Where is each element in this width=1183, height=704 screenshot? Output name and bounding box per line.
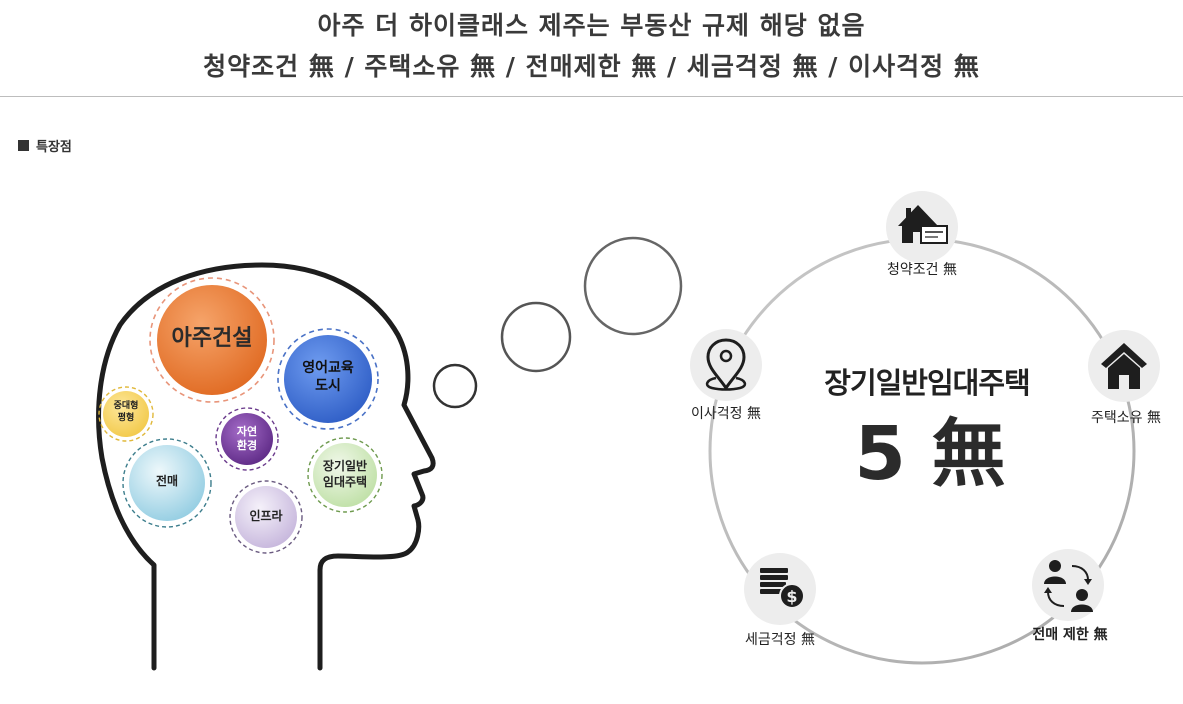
bubble-large-size (98, 386, 154, 442)
node-label-moving-worry: 이사걱정 無 (691, 406, 761, 422)
house-icon (1101, 343, 1147, 389)
bubble-label-english-city: 영어교육 도시 (302, 360, 354, 394)
node-label-resale-limit: 전매 제한 無 (1032, 627, 1108, 643)
transfer-people-icon (1044, 560, 1093, 612)
bubble-label-large-size: 중대형 평형 (113, 401, 139, 423)
headline-main: 아주 더 하이클래스 제주는 부동산 규제 해당 없음 (317, 11, 866, 40)
head-outline (96, 262, 436, 671)
thought-bubble-small (432, 363, 478, 409)
headline-sub: 청약조건 無 / 주택소유 無 / 전매제한 無 / 세금걱정 無 / 이사걱정… (203, 52, 980, 81)
bubble-label-nature: 자연 환경 (236, 425, 258, 452)
node-label-subscription: 청약조건 無 (887, 262, 957, 278)
bubble-ajukonseol (149, 277, 275, 403)
bubble-label-long-term-rental: 장기일반 임대주택 (322, 459, 368, 489)
node-label-house-ownership: 주택소유 無 (1091, 410, 1161, 426)
bubble-resale (122, 438, 212, 528)
bubble-label-ajukonseol: 아주건설 (171, 326, 253, 351)
house-contract-icon (898, 205, 948, 244)
svg-text:$: $ (786, 587, 797, 606)
node-bg-bottom-right (1032, 549, 1104, 621)
thought-bubble-large (583, 236, 683, 336)
header: 아주 더 하이클래스 제주는 부동산 규제 해당 없음 청약조건 無 / 주택소… (0, 0, 1183, 97)
bubble-label-infra: 인프라 (249, 509, 283, 523)
bubble-english-city (277, 328, 379, 430)
bubble-nature (215, 407, 279, 471)
thought-bubble-medium (500, 301, 572, 373)
money-coins-icon: $ (760, 568, 805, 609)
center-subtitle: 5 無 (854, 411, 1006, 497)
square-bullet-icon (18, 140, 29, 151)
bubble-infra (229, 480, 303, 554)
bubble-long-term-rental (307, 437, 383, 513)
center-title: 장기일반임대주택 (824, 366, 1030, 400)
section-label: 특장점 (18, 136, 72, 155)
section-label-text: 특장점 (36, 140, 72, 155)
bubble-label-resale: 전매 (155, 474, 179, 488)
node-label-tax-worry: 세금걱정 無 (745, 632, 815, 648)
location-pin-icon (705, 338, 747, 391)
